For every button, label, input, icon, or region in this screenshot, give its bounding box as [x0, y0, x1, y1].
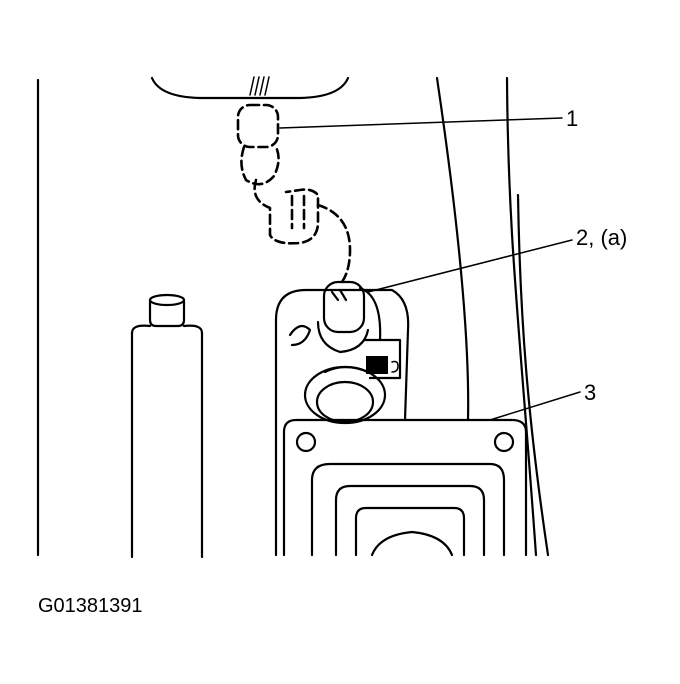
upper-body-panel — [150, 76, 350, 100]
sensor — [316, 280, 402, 380]
callout-label-1: 1 — [566, 106, 578, 131]
right-body-line-outer — [435, 76, 470, 422]
right-body-line-inner — [516, 193, 550, 557]
callout-label-3: 3 — [584, 380, 596, 405]
callout-label-2: 2, (a) — [576, 225, 627, 250]
cover-plate — [282, 418, 528, 557]
right-body-line-mid — [505, 76, 538, 557]
housing-inner-line — [288, 324, 312, 347]
leader-line-1 — [279, 117, 563, 129]
dashed-connector-harness — [236, 76, 352, 284]
pipe-fitting — [303, 365, 387, 425]
housing-outline — [274, 288, 410, 557]
leader-line-2 — [367, 239, 573, 293]
cylinder — [130, 293, 204, 559]
figure-code: G01381391 — [38, 595, 143, 617]
leader-line-3 — [489, 391, 581, 421]
